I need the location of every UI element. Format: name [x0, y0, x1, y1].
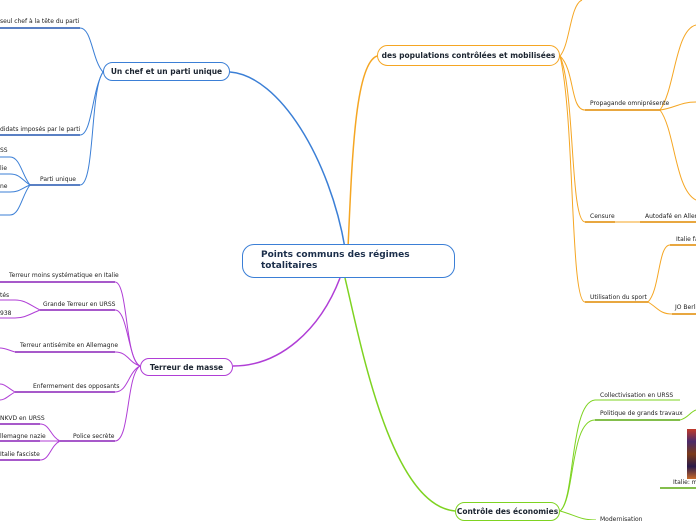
branch-populations-label: des populations contrôlées et mobilisées	[381, 51, 556, 60]
connector-etes	[0, 299, 41, 311]
topic-etes[interactable]: tés	[0, 292, 10, 299]
connector-opposants-sub2	[0, 391, 16, 401]
central-topic[interactable]: Points communs des régimes totalitaires	[242, 244, 455, 278]
connector-jo	[647, 301, 696, 315]
topic-italie-m[interactable]: Italie: m	[673, 479, 696, 486]
topic-antisemite[interactable]: Terreur antisémite en Allemagne	[20, 342, 119, 349]
topic-italie-fa[interactable]: Italie fa	[676, 236, 696, 243]
topic-modernisation[interactable]: Modernisation	[600, 516, 643, 523]
central-topic-title: Points communs des régimes totalitaires	[261, 250, 410, 271]
connector-blank-1	[0, 184, 31, 216]
topic-allemagne-nazie[interactable]: llemagne nazie	[0, 433, 46, 440]
connector-prop-sub3	[659, 109, 696, 201]
topic-police-secrete[interactable]: Police secrète	[73, 433, 115, 440]
topic-propagande[interactable]: Propagande omniprésente	[590, 100, 670, 107]
topic-sport[interactable]: Utilisation du sport	[590, 294, 647, 301]
connector-censure	[559, 55, 615, 223]
connector-opposants	[15, 365, 141, 393]
topic-collectivisation[interactable]: Collectivisation en URSS	[600, 392, 674, 399]
connector-grande-terreur	[40, 309, 141, 367]
connector-urss	[0, 156, 31, 186]
connector-populations	[347, 55, 378, 249]
connector-italie	[0, 173, 31, 186]
branch-terreur-label: Terreur de masse	[149, 362, 224, 372]
connector-nkvd	[0, 423, 61, 442]
branch-economies[interactable]: Contrôle des économies	[455, 502, 560, 521]
topic-opposants[interactable]: Enfermement des opposants	[33, 383, 120, 390]
connector-year	[0, 309, 41, 319]
topic-parti-urss[interactable]: SS	[0, 147, 8, 154]
branch-terreur[interactable]: Terreur de masse	[140, 358, 233, 376]
topic-grande-terreur[interactable]: Grande Terreur en URSS	[43, 301, 116, 308]
topic-parti-allemagne[interactable]: ne	[0, 183, 8, 190]
topic-italie-fasciste[interactable]: Italie fasciste	[0, 451, 40, 458]
topic-nkvd[interactable]: NKVD en URSS	[0, 415, 45, 422]
connector-propagande	[559, 55, 660, 111]
branch-economies-label: Contrôle des économies	[456, 507, 559, 516]
connector-antisemite-sub	[0, 347, 16, 353]
topic-year[interactable]: 938	[0, 310, 12, 317]
topic-seul-chef[interactable]: seul chef à la tête du parti	[0, 18, 80, 25]
topic-censure[interactable]: Censure	[590, 213, 615, 220]
connector-terreur-italie	[0, 281, 141, 367]
topic-parti-unique[interactable]: Parti unique	[40, 176, 76, 183]
connector-sport	[559, 55, 648, 303]
branch-chef-label: Un chef et un parti unique	[110, 67, 223, 76]
connector-pop-top	[559, 0, 583, 57]
topic-terreur-italie[interactable]: Terreur moins systématique en Italie	[9, 272, 119, 279]
branch-chef[interactable]: Un chef et un parti unique	[103, 62, 230, 81]
connector-allemagne	[0, 184, 31, 193]
connector-parti-unique	[30, 71, 104, 186]
connector-italie-fa	[647, 244, 696, 303]
topic-candidats[interactable]: didats imposés par le parti	[0, 126, 81, 133]
connector-economies	[344, 277, 456, 512]
topic-jo-berlin[interactable]: JO Berli	[675, 304, 696, 311]
connector-seul-chef	[0, 27, 104, 73]
connector-prop-sub2	[659, 101, 696, 111]
connector-fasciste	[0, 440, 61, 461]
topic-grands-travaux[interactable]: Politique de grands travaux	[600, 410, 683, 417]
connector-gt-sub	[679, 409, 696, 421]
connector-opposants-sub1	[0, 383, 16, 393]
connector-chef	[229, 71, 346, 249]
connector-prop-sub1	[659, 24, 696, 111]
connector-grands-travaux	[559, 419, 680, 512]
connector-terreur	[232, 277, 341, 367]
topic-autodafe[interactable]: Autodafé en Allem	[645, 213, 696, 220]
connector-antisemite	[15, 351, 141, 367]
poster-image	[687, 429, 696, 479]
topic-parti-italie[interactable]: lie	[0, 165, 8, 172]
connector-police	[60, 365, 141, 442]
connector-modernisation	[559, 510, 597, 520]
branch-populations[interactable]: des populations contrôlées et mobilisées	[377, 45, 560, 66]
